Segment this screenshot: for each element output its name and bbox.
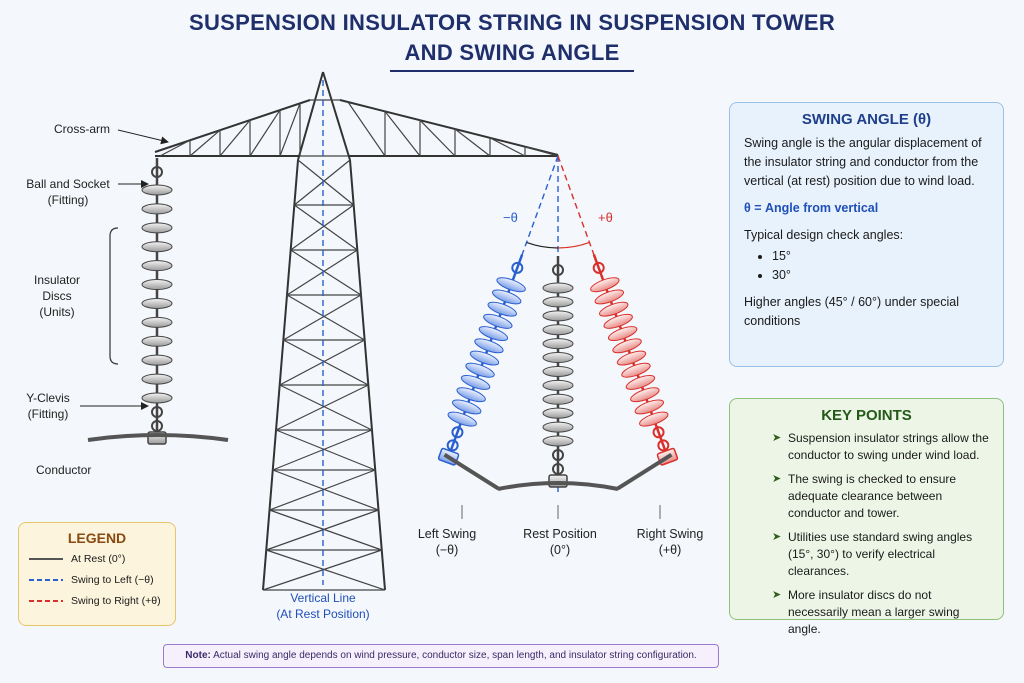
legend-heading: LEGEND — [67, 530, 127, 546]
check-angle-item: 30° — [772, 266, 1003, 285]
label-rest-position: Rest Position(0°) — [523, 527, 597, 557]
arrow-icon: ➤ — [772, 432, 782, 444]
key-point-item: ➤The swing is checked to ensure adequate… — [772, 472, 957, 520]
arrow-icon: ➤ — [772, 589, 782, 601]
label-plus-theta: +θ — [598, 210, 613, 225]
legend-item-left: Swing to Left (−θ) — [29, 573, 175, 587]
label-ball-socket: Ball and Socket(Fitting) — [26, 177, 110, 207]
tower-structure — [154, 71, 559, 591]
key-points-heading: KEY POINTS — [821, 407, 912, 424]
key-points-panel: KEY POINTS ➤Suspension insulator strings… — [729, 398, 1004, 636]
label-y-clevis: Y-Clevis(Fitting) — [26, 391, 70, 421]
label-vertical-line: Vertical Line(At Rest Position) — [276, 591, 370, 621]
check-angles-intro: Typical design check angles: — [744, 228, 904, 242]
key-point-item: ➤Utilities use standard swing angles (15… — [772, 530, 973, 578]
label-minus-theta: −θ — [503, 210, 518, 225]
legend-item-right: Swing to Right (+θ) — [29, 594, 175, 608]
check-angles-list: 15° 30° — [730, 247, 1003, 285]
swing-angle-heading: SWING ANGLE (θ) — [801, 111, 932, 128]
swing-angle-description: Swing angle is the angular displacement … — [744, 136, 982, 188]
solid-line-icon — [29, 558, 63, 560]
arrow-icon: ➤ — [772, 531, 782, 543]
theta-definition: θ = Angle from vertical — [744, 201, 879, 215]
check-angle-item: 15° — [772, 247, 1003, 266]
swing-angle-panel: SWING ANGLE (θ) Swing angle is the angul… — [729, 102, 1004, 367]
label-right-swing: Right Swing(+θ) — [636, 527, 704, 557]
key-point-item: ➤Suspension insulator strings allow the … — [772, 431, 989, 462]
label-cross-arm: Cross-arm — [54, 122, 110, 136]
page-title: SUSPENSION INSULATOR STRING IN SUSPENSIO… — [188, 10, 836, 35]
footnote: Note: Actual swing angle depends on wind… — [163, 644, 719, 668]
page-subtitle: AND SWING ANGLE — [0, 40, 1024, 72]
label-conductor: Conductor — [36, 463, 92, 477]
label-left-swing: Left Swing(−θ) — [417, 527, 477, 557]
legend-panel: LEGEND At Rest (0°) Swing to Left (−θ) S… — [18, 522, 176, 626]
key-point-item: ➤More insulator discs do not necessarily… — [772, 588, 960, 636]
arrow-icon: ➤ — [772, 473, 782, 485]
legend-item-rest: At Rest (0°) — [29, 552, 175, 566]
key-points-list: ➤Suspension insulator strings allow the … — [730, 430, 1003, 638]
higher-angles-note: Higher angles (45° / 60°) under special … — [744, 295, 959, 328]
dashed-blue-line-icon — [29, 579, 63, 581]
dashed-red-line-icon — [29, 600, 63, 602]
